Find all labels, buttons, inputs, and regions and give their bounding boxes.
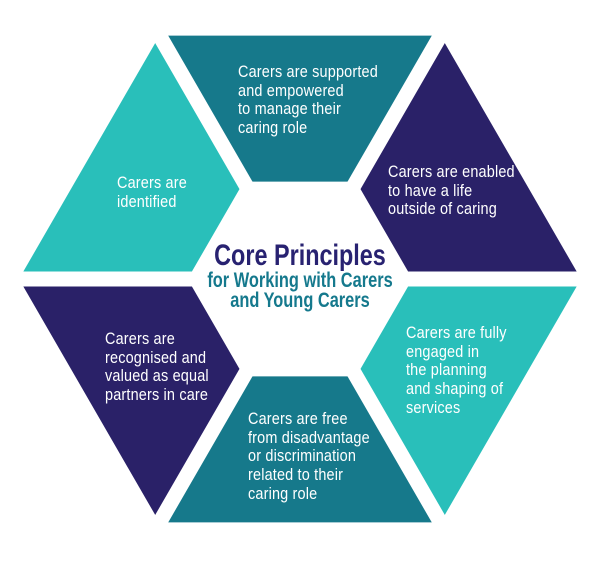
segment-bottom-label: Carers are free from disadvantage or dis… bbox=[248, 409, 370, 503]
diagram-subtitle: for Working with Carers and Young Carers bbox=[207, 269, 393, 312]
divider-line bbox=[141, 12, 307, 283]
segment-top-right-label: Carers are enabled to have a life outsid… bbox=[388, 162, 515, 219]
segment-top-left-label: Carers are identified bbox=[117, 173, 187, 211]
center-text-block: Core Principles for Working with Carers … bbox=[66, 239, 534, 312]
divider-line bbox=[141, 275, 307, 546]
diagram-title: Core Principles bbox=[214, 239, 386, 272]
segment-top-label: Carers are supported and empowered to ma… bbox=[238, 62, 378, 138]
segment-bottom-right-label: Carers are fully engaged in the planning… bbox=[406, 323, 507, 417]
divider-line bbox=[293, 12, 459, 283]
divider-line bbox=[293, 275, 459, 546]
segment-bottom-left-label: Carers are recognised and valued as equa… bbox=[105, 329, 209, 405]
divider-lines bbox=[0, 12, 600, 546]
